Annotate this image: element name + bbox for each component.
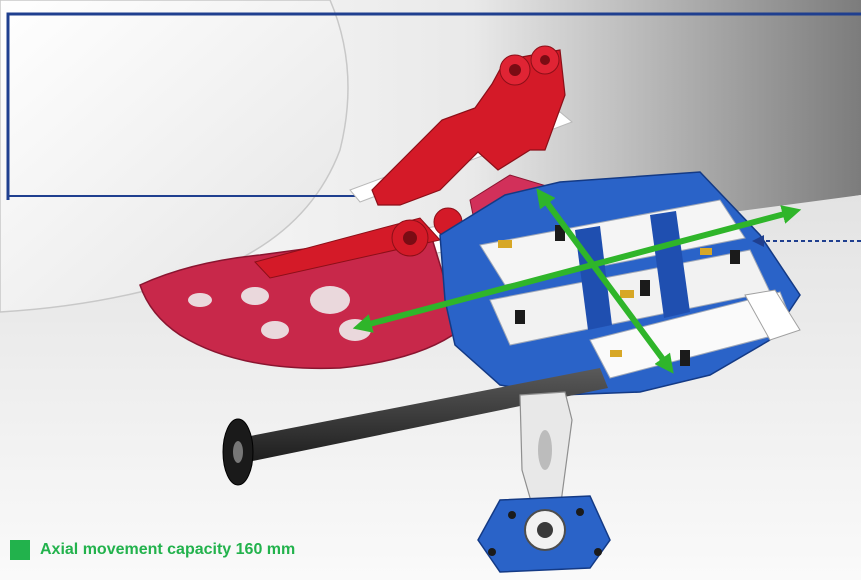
ring-hole-5 xyxy=(261,321,289,339)
bolt-5 xyxy=(515,310,525,324)
leg-slot xyxy=(538,430,552,470)
base-bolt-3 xyxy=(508,511,516,519)
bracket-eye-hole-2 xyxy=(540,55,550,65)
yellow-pad-2 xyxy=(620,290,634,298)
frame-border xyxy=(6,12,861,200)
legend: Axial movement capacity 160 mm xyxy=(10,538,295,562)
nose-cone xyxy=(0,0,349,313)
legend-swatch xyxy=(10,540,30,560)
shaft-end-hole xyxy=(233,441,243,463)
ring-hole-1 xyxy=(188,293,212,307)
legend-label: Axial movement capacity 160 mm xyxy=(40,541,296,558)
bolt-3 xyxy=(680,350,690,366)
drive-shaft xyxy=(240,368,608,462)
base-bolt-4 xyxy=(576,508,584,516)
ring-hole-2 xyxy=(241,287,269,305)
red-bracket xyxy=(371,49,566,206)
bracket-eye-hole-1 xyxy=(509,64,521,76)
red-link-eye-hole-1 xyxy=(403,231,417,245)
base-bearing-core xyxy=(537,522,553,538)
yellow-pad-3 xyxy=(610,350,622,357)
double-arrow-radial-icon xyxy=(536,188,674,374)
ring-hole-3 xyxy=(310,286,350,314)
bolt-2 xyxy=(640,280,650,296)
yellow-pad-4 xyxy=(700,248,712,255)
yellow-pad-1 xyxy=(498,240,512,248)
base-bolt-1 xyxy=(488,548,496,556)
bolt-4 xyxy=(730,250,740,264)
base-bolt-2 xyxy=(594,548,602,556)
